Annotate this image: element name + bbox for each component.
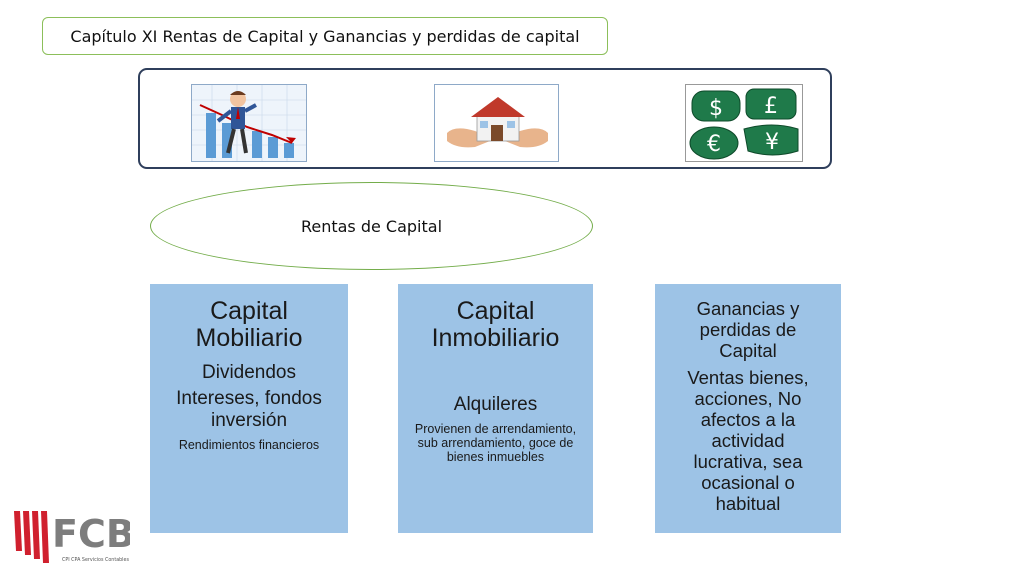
pound-symbol: £ xyxy=(764,94,778,119)
house-in-hands-icon xyxy=(434,84,559,162)
ellipse-label: Rentas de Capital xyxy=(300,216,443,236)
businessman-chart-icon xyxy=(191,84,307,162)
logo-text: FCB xyxy=(52,512,130,556)
dollar-symbol: $ xyxy=(709,96,723,121)
card-line: Alquileres xyxy=(453,394,538,415)
card-ganancias-perdidas: Ganancias y perdidas de Capital Ventas b… xyxy=(655,284,841,533)
card-line: Provienen de arrendamiento, sub arrendam… xyxy=(414,422,577,464)
card-line: Rendimientos financieros xyxy=(178,438,320,452)
euro-symbol: € xyxy=(707,132,721,157)
slide-title-text: Capítulo XI Rentas de Capital y Ganancia… xyxy=(70,26,580,46)
card-heading: Capital Inmobiliario xyxy=(431,297,560,352)
card-line: Dividendos xyxy=(202,362,296,383)
logo-subtext: CPI CPA Servicios Contables xyxy=(62,557,129,563)
slide-title: Capítulo XI Rentas de Capital y Ganancia… xyxy=(42,17,608,55)
card-heading: Capital Mobiliario xyxy=(195,297,303,352)
card-heading: Ganancias y perdidas de Capital xyxy=(696,298,800,361)
fcb-logo: FCB CPI CPA Servicios Contables xyxy=(14,507,135,563)
card-line: Intereses, fondos inversión xyxy=(176,388,322,431)
rentas-ellipse: Rentas de Capital xyxy=(150,182,593,270)
currency-symbols-icon: $ £ € ¥ xyxy=(685,84,803,162)
card-capital-inmobiliario: Capital Inmobiliario Alquileres Proviene… xyxy=(398,284,593,533)
card-line: Ventas bienes, acciones, No afectos a la… xyxy=(687,367,809,514)
image-strip: $ £ € ¥ xyxy=(138,68,832,169)
card-capital-mobiliario: Capital Mobiliario Dividendos Intereses,… xyxy=(150,284,348,533)
yen-symbol: ¥ xyxy=(765,130,779,155)
